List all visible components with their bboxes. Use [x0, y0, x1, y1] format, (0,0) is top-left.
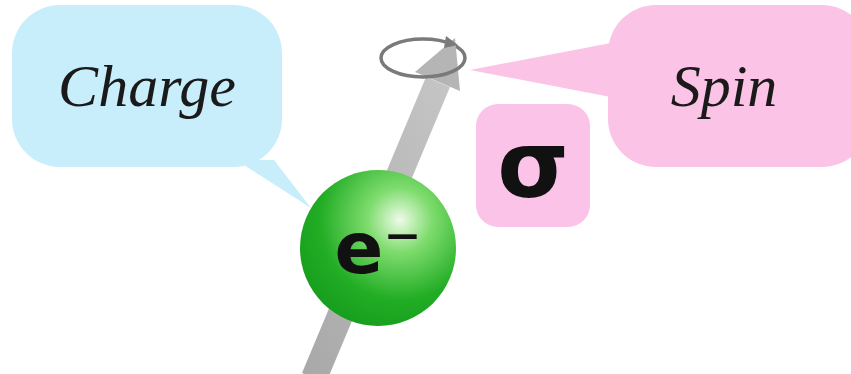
callout-tail: [236, 160, 311, 208]
callout-bubble: Charge: [12, 5, 282, 167]
node-label: e⁻: [335, 206, 422, 290]
symbol-box: σ: [476, 104, 590, 227]
callout-bubble: Spin: [608, 5, 851, 167]
node-label: Charge: [58, 52, 236, 121]
node-label: Spin: [671, 52, 778, 121]
node-label: σ: [497, 112, 569, 219]
spin-loop-head: [444, 36, 458, 48]
callout-tail: [470, 42, 616, 98]
spin-loop: [381, 58, 465, 77]
electron-sphere: e⁻: [300, 170, 456, 326]
